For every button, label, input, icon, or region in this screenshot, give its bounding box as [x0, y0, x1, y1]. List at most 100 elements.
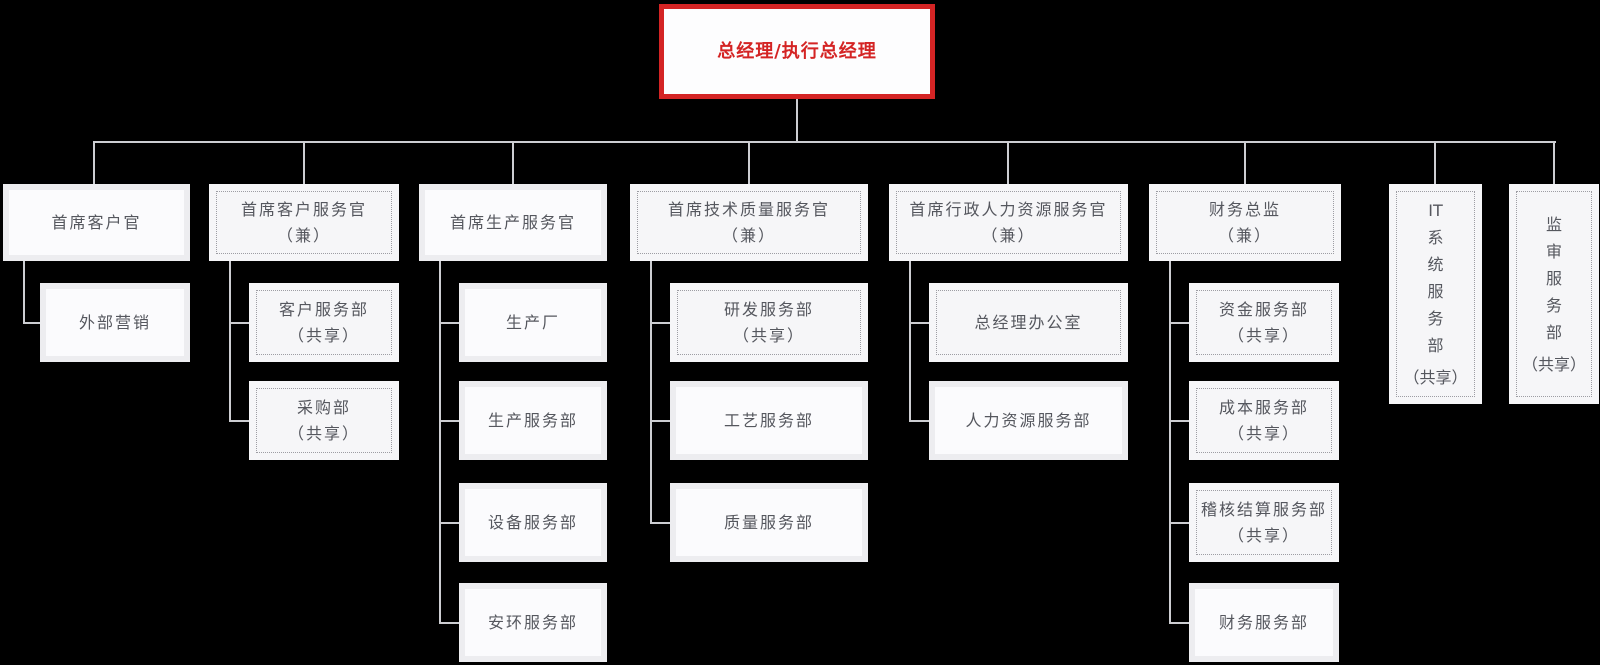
- node-label: 生产厂: [505, 312, 560, 332]
- node-general-manager: 总经理/执行总经理: [659, 4, 935, 99]
- node-rd-service-dept: 研发服务部 （共享）: [670, 283, 868, 362]
- node-body: 工艺服务部: [676, 387, 862, 454]
- node-label: 设备服务部: [487, 512, 578, 532]
- node-chief-customer-service-officer: 首席客户服务官 （兼）: [209, 184, 399, 261]
- node-body: 成本服务部（共享）: [1196, 388, 1332, 453]
- node-safety-environment-service-dept: 安环服务部: [459, 583, 607, 662]
- node-label: 安环服务部: [487, 612, 578, 632]
- node-finance-service-dept: 财务服务部: [1189, 583, 1339, 662]
- node-quality-service-dept: 质量服务部: [670, 483, 868, 562]
- connector-line: [1553, 141, 1555, 184]
- node-label: 研发服务部: [723, 299, 814, 319]
- connector-line: [512, 141, 514, 184]
- connector-line: [1169, 622, 1189, 624]
- node-label: 工艺服务部: [723, 410, 814, 430]
- node-sublabel: （共享）: [1521, 354, 1586, 374]
- node-body: 人力资源服务部: [935, 387, 1122, 454]
- node-chief-production-service-officer: 首席生产服务官: [419, 184, 607, 261]
- node-treasury-service-dept: 资金服务部 （共享）: [1189, 283, 1339, 362]
- connector-line: [1169, 261, 1171, 624]
- node-body: 财务总监（兼）: [1156, 191, 1334, 254]
- node-label: 首席客户官: [51, 212, 142, 232]
- connector-line: [1244, 141, 1246, 184]
- connector-line: [93, 141, 1556, 143]
- node-sublabel: （共享）: [1227, 423, 1300, 443]
- node-label: 服: [1545, 268, 1562, 288]
- connector-line: [439, 622, 459, 624]
- connector-line: [303, 141, 305, 184]
- node-label: 外部营销: [78, 312, 151, 332]
- node-body: 采购部（共享）: [256, 388, 392, 453]
- node-body: 稽核结算服务部（共享）: [1196, 490, 1332, 555]
- node-production-plant: 生产厂: [459, 283, 607, 362]
- connector-line: [909, 420, 929, 422]
- node-label: 监: [1545, 214, 1562, 234]
- connector-line: [23, 322, 40, 324]
- node-body: 总经理办公室: [936, 290, 1121, 355]
- node-label: 统: [1427, 255, 1444, 274]
- node-sublabel: （兼）: [721, 225, 776, 245]
- connector-line: [439, 322, 459, 324]
- node-audit-settlement-service-dept: 稽核结算服务部（共享）: [1189, 483, 1339, 562]
- node-label: 生产服务部: [487, 410, 578, 430]
- node-chief-tech-quality-service-officer: 首席技术质量服务官 （兼）: [630, 184, 868, 261]
- node-label: 务: [1545, 295, 1562, 315]
- connector-line: [650, 322, 670, 324]
- node-label: 质量服务部: [723, 512, 814, 532]
- node-body: 外部营销: [46, 289, 184, 356]
- node-chief-customer-officer: 首席客户官: [3, 184, 190, 261]
- node-label: 资金服务部: [1218, 299, 1309, 319]
- connector-line: [439, 261, 441, 624]
- node-cost-service-dept: 成本服务部（共享）: [1189, 381, 1339, 460]
- node-sublabel: （共享）: [732, 325, 805, 345]
- node-body: 客户服务部（共享）: [256, 290, 392, 355]
- node-body: 质量服务部: [676, 489, 862, 556]
- connector-line: [1169, 322, 1189, 324]
- connector-line: [1169, 420, 1189, 422]
- connector-line: [439, 420, 459, 422]
- connector-line: [796, 99, 798, 142]
- node-chief-admin-hr-service-officer: 首席行政人力资源服务官 （兼）: [889, 184, 1128, 261]
- connector-line: [229, 322, 249, 324]
- node-body: 生产厂: [465, 289, 601, 356]
- node-body: 财务服务部: [1195, 589, 1333, 656]
- node-equipment-service-dept: 设备服务部: [459, 483, 607, 562]
- node-label: 部: [1427, 336, 1444, 355]
- node-sublabel: （共享）: [287, 325, 360, 345]
- node-label: 采购部: [296, 397, 351, 417]
- connector-line: [439, 522, 459, 524]
- connector-line: [229, 261, 231, 422]
- node-label: 首席技术质量服务官: [667, 199, 830, 219]
- node-external-marketing: 外部营销: [40, 283, 190, 362]
- connector-line: [229, 420, 249, 422]
- connector-line: [1007, 141, 1009, 184]
- node-gm-office: 总经理办公室: [929, 283, 1128, 362]
- node-body: 首席客户服务官 （兼）: [216, 191, 392, 254]
- node-sublabel: （共享）: [1403, 368, 1468, 387]
- node-label: 总经理办公室: [974, 312, 1083, 332]
- node-sublabel: （兼）: [276, 225, 331, 245]
- node-body: 首席行政人力资源服务官 （兼）: [896, 191, 1121, 254]
- node-label: 首席客户服务官: [240, 199, 367, 219]
- connector-line: [650, 420, 670, 422]
- node-label: 系: [1427, 228, 1444, 247]
- connector-line: [650, 261, 652, 524]
- node-supervision-audit-service-dept: 监审服务部（共享）: [1509, 184, 1599, 404]
- node-body: 资金服务部 （共享）: [1196, 290, 1332, 355]
- connector-line: [93, 141, 95, 184]
- connector-line: [1169, 522, 1189, 524]
- node-label: 稽核结算服务部: [1200, 499, 1327, 519]
- node-sublabel: （共享）: [1227, 325, 1300, 345]
- connector-line: [909, 261, 911, 422]
- node-sublabel: （兼）: [981, 225, 1036, 245]
- node-label: 首席行政人力资源服务官: [909, 199, 1108, 219]
- node-customer-service-dept: 客户服务部（共享）: [249, 283, 399, 362]
- node-process-service-dept: 工艺服务部: [670, 381, 868, 460]
- node-body: 设备服务部: [465, 489, 601, 556]
- node-body: 研发服务部 （共享）: [677, 290, 861, 355]
- node-finance-director: 财务总监（兼）: [1149, 184, 1341, 261]
- connector-line: [748, 141, 750, 184]
